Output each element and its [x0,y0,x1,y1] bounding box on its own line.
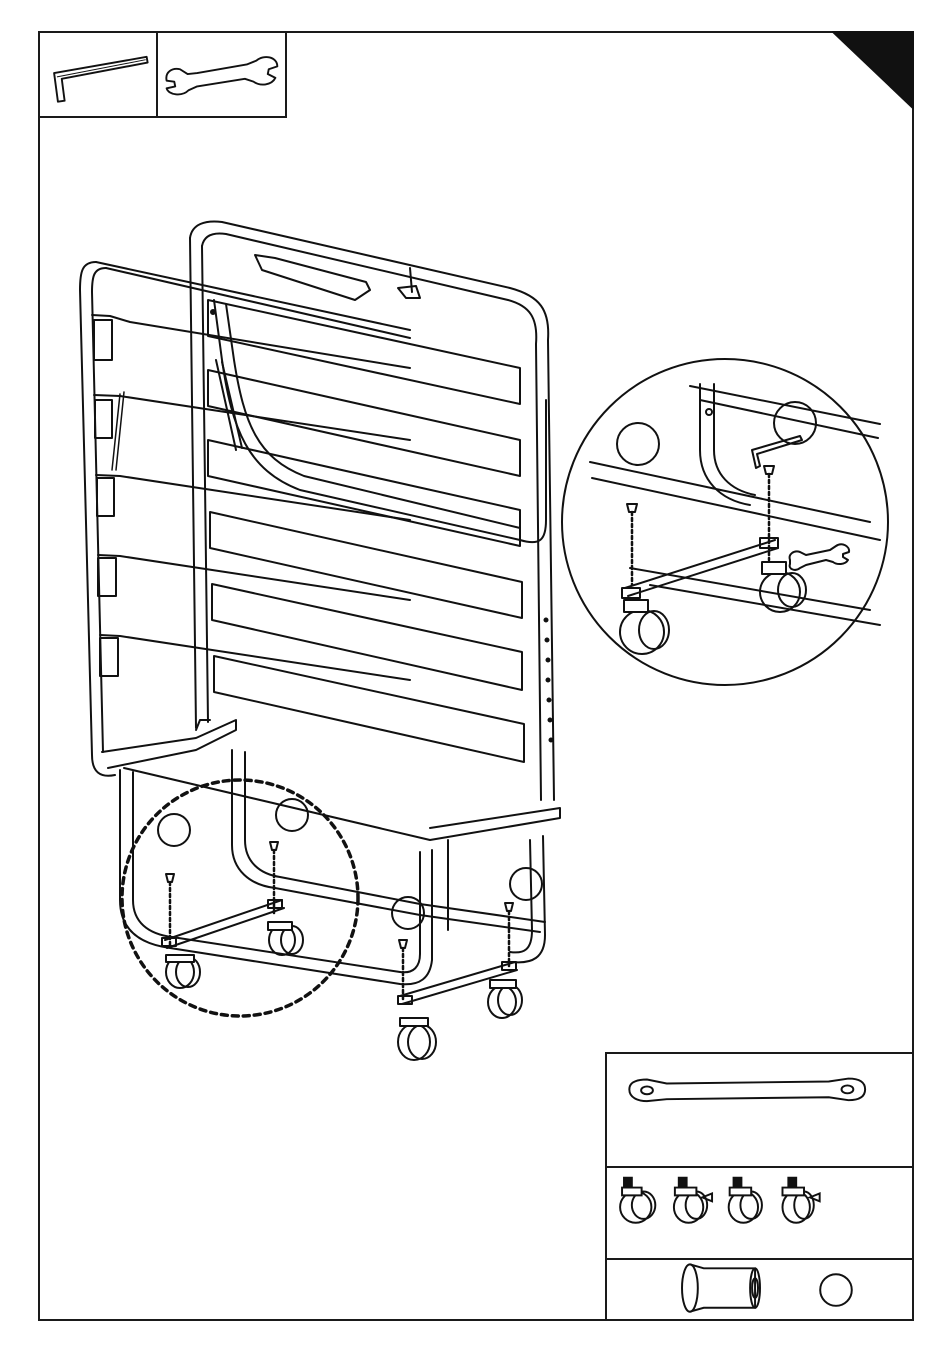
hex-key-icon [40,33,156,116]
threaded-insert-icon [607,1260,912,1323]
parts-list-box [605,1052,914,1321]
caster-wheels-icon [607,1168,912,1258]
connecting-bar-icon [607,1054,912,1166]
wrench-icon [158,33,285,116]
part-callout-circle [820,1274,852,1306]
part-connecting-bar [607,1054,912,1168]
step-corner-tab [832,31,914,111]
tool-cell-hex-key [38,31,158,118]
part-threaded-insert [607,1260,912,1323]
part-caster-wheels [607,1168,912,1260]
tool-cell-wrench [156,31,287,118]
